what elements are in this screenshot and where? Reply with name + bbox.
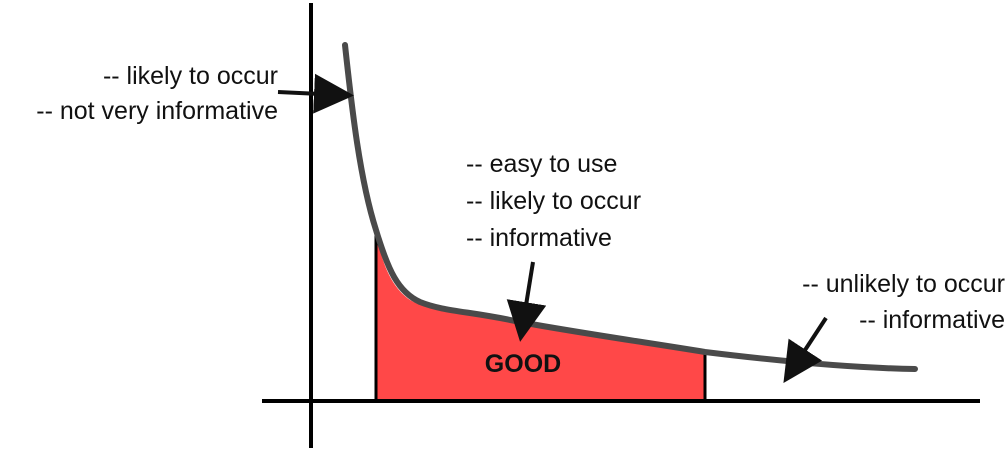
annotation-right-line1: -- unlikely to occur [802,270,1005,298]
annotation-middle-line1: -- easy to use [466,150,617,178]
annotation-middle-line3: -- informative [466,224,612,252]
annotation-right-line2: -- informative [859,306,1005,334]
annotation-left-line1: -- likely to occur [103,62,278,90]
good-region-label: GOOD [485,350,561,378]
annotation-middle-line2: -- likely to occur [466,187,641,215]
good-region [376,230,705,401]
arrow-left-annotation [277,73,354,114]
arrow-right-annotation [783,316,828,384]
arrow-middle-annotation [506,261,547,342]
annotation-left-line2: -- not very informative [36,97,278,125]
distribution-curve [342,42,918,372]
